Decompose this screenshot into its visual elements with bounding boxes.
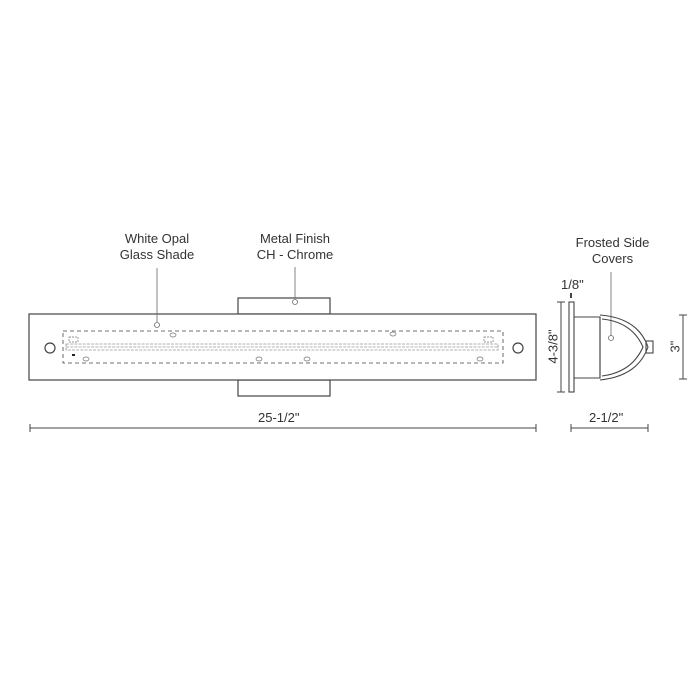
callout-shade-line1: White Opal xyxy=(124,231,190,246)
callout-shade: White Opal Glass Shade xyxy=(112,231,202,263)
screw-hole-right xyxy=(512,342,524,354)
callout-finish-line2: CH - Chrome xyxy=(256,247,334,262)
callout-covers: Frosted Side Covers xyxy=(565,235,660,267)
callout-shade-line2: Glass Shade xyxy=(119,247,195,262)
mounting-box-top xyxy=(237,297,331,315)
callout-finish: Metal Finish CH - Chrome xyxy=(245,231,345,263)
callout-covers-line1: Frosted Side xyxy=(575,235,650,250)
dim-height: 4-3/8" xyxy=(545,329,561,364)
dim-width: 25-1/2" xyxy=(258,410,300,425)
side-cover-outer xyxy=(599,314,649,381)
mounting-box-bottom xyxy=(237,379,331,397)
side-body xyxy=(574,316,601,379)
callout-finish-line1: Metal Finish xyxy=(259,231,331,246)
dim-backplate-height: 3" xyxy=(667,340,683,353)
side-cover-inner xyxy=(601,318,644,377)
side-knob xyxy=(645,340,654,354)
led-housing-outline xyxy=(62,330,504,364)
dim-depth: 2-1/2" xyxy=(589,410,624,425)
screw-hole-left xyxy=(44,342,56,354)
callout-covers-line2: Covers xyxy=(591,251,634,266)
led-strip xyxy=(65,343,499,351)
side-plate xyxy=(568,301,575,393)
dim-plate-thickness: 1/8" xyxy=(561,277,584,292)
